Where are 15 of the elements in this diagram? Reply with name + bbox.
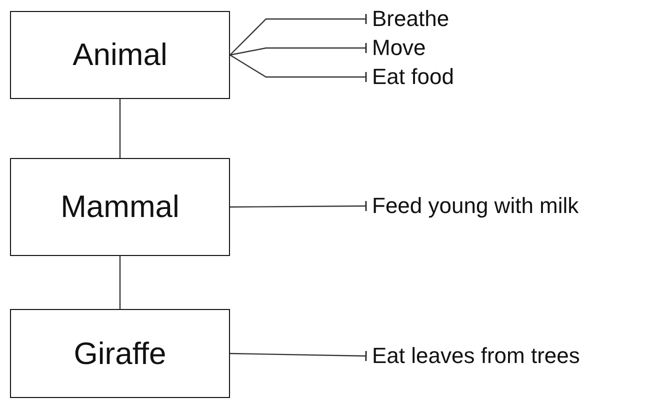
category-box: Animal <box>10 11 230 99</box>
trait-label: Eat leaves from trees <box>366 341 641 371</box>
branch-line <box>230 42 367 56</box>
branch-line <box>230 54 367 83</box>
branch-line <box>230 350 367 362</box>
category-box: Giraffe <box>10 309 230 398</box>
branch-line <box>230 13 367 56</box>
trait-label: Move <box>366 33 476 63</box>
trait-label: Breathe <box>366 4 476 34</box>
category-box: Mammal <box>10 158 230 256</box>
connector-line <box>119 99 121 158</box>
branch-line <box>230 200 367 212</box>
trait-label: Feed young with milk <box>366 191 636 221</box>
trait-label: Eat food <box>366 62 476 92</box>
connector-line <box>119 256 121 309</box>
